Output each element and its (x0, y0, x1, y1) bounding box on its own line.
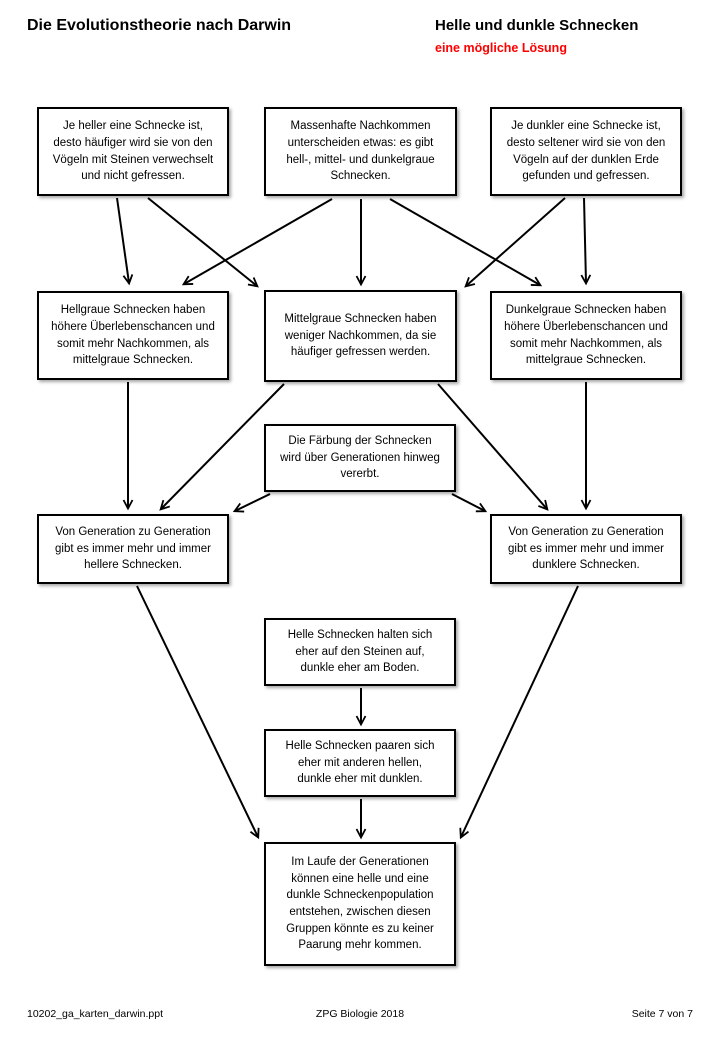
footer-filename: 10202_ga_karten_darwin.ppt (27, 1008, 164, 1020)
box-mittelgraue-schnecken: Mittelgraue Schnecken haben weniger Nach… (264, 290, 457, 382)
box-generation-hellere: Von Generation zu Generation gibt es imm… (37, 514, 229, 584)
box-heller-schnecke: Je heller eine Schnecke ist, desto häufi… (37, 107, 229, 196)
box-hellgraue-schnecken: Hellgraue Schnecken haben höhere Überleb… (37, 291, 229, 380)
box-dunkelgraue-schnecken: Dunkelgraue Schnecken haben höhere Überl… (490, 291, 682, 380)
arrow-a-to-d (116, 197, 134, 286)
arrow-c-to-f (580, 197, 592, 286)
arrow-g-to-h (232, 493, 271, 513)
page-subtitle: Helle und dunkle Schnecken (435, 17, 639, 34)
box-generation-dunklere: Von Generation zu Generation gibt es imm… (490, 514, 682, 584)
arrow-c-to-e (464, 197, 566, 288)
box-paaren-sich: Helle Schnecken paaren sich eher mit and… (264, 729, 456, 797)
footer-page-number: Seite 7 von 7 (631, 1008, 693, 1020)
arrow-g-to-i (451, 493, 488, 513)
page-subtitle-note: eine mögliche Lösung (435, 41, 567, 55)
arrow-b-to-d (181, 198, 333, 286)
page-title: Die Evolutionstheorie nach Darwin (27, 17, 292, 34)
box-schneckenpopulation: Im Laufe der Generationen können eine he… (264, 842, 456, 966)
box-massenhafte-nachkommen: Massenhafte Nachkommen unterscheiden etw… (264, 107, 457, 196)
box-halten-sich-steine: Helle Schnecken halten sich eher auf den… (264, 618, 456, 686)
arrow-b-to-f (389, 198, 543, 287)
arrow-h-to-l (136, 585, 260, 840)
arrow-a-to-e (147, 197, 259, 288)
footer-source: ZPG Biologie 2018 (315, 1008, 405, 1020)
box-dunkler-schnecke: Je dunkler eine Schnecke ist, desto selt… (490, 107, 682, 196)
box-faerbung-vererbt: Die Färbung der Schnecken wird über Gene… (264, 424, 456, 492)
arrow-i-to-l (459, 585, 579, 840)
